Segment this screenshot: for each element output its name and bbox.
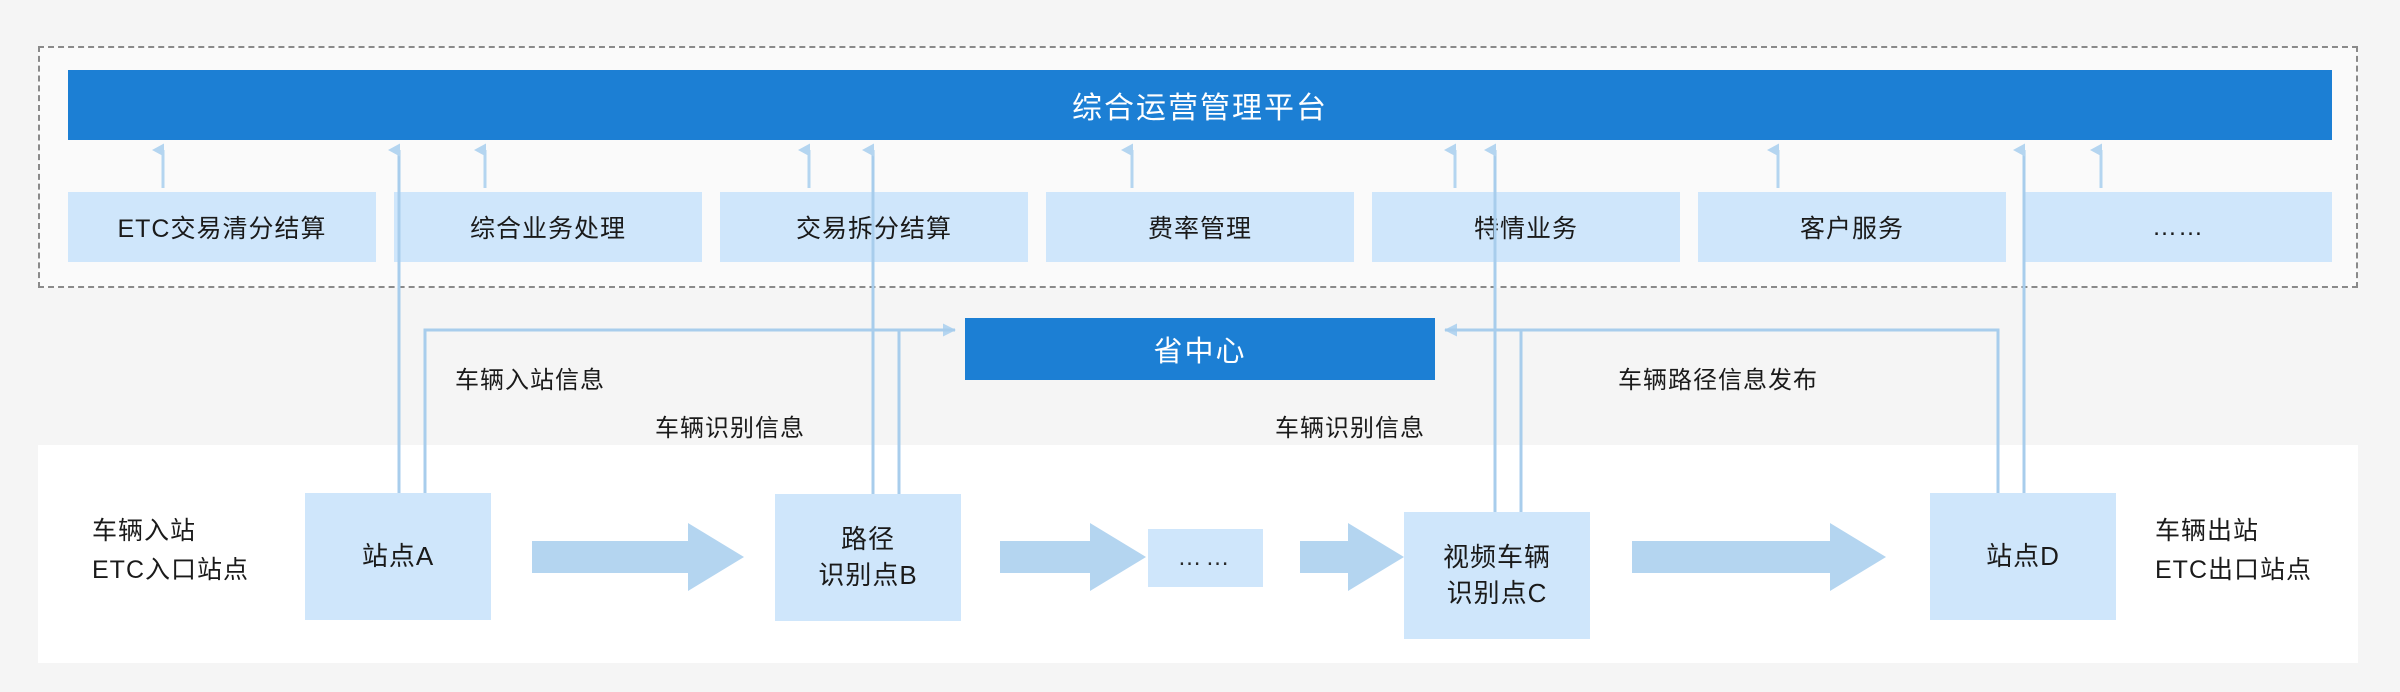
node-label: 站点A <box>361 540 435 571</box>
module-label: 客户服务 <box>1799 215 1904 243</box>
node-video-recognition-point-c[interactable]: 视频车辆 识别点C <box>1404 512 1590 639</box>
node-label: 视频车辆 识别点C <box>1442 541 1551 608</box>
link-label-route-publish: 车辆路径信息发布 <box>1618 367 1818 394</box>
platform-title-bar: 综合运营管理平台 <box>68 70 2332 140</box>
caption-vehicle-entry: 车辆入站 ETC入口站点 <box>92 517 250 584</box>
module-card-transaction-split[interactable]: 交易拆分结算 <box>720 192 1028 262</box>
node-label: 路径 识别点B <box>818 523 918 590</box>
node-ellipsis: …… <box>1148 529 1263 587</box>
module-card-integrated-business[interactable]: 综合业务处理 <box>394 192 702 262</box>
module-label: …… <box>2152 212 2204 241</box>
node-label: 站点D <box>1986 540 2060 571</box>
province-center-label: 省中心 <box>1153 336 1247 368</box>
link-label-recognition-info-c: 车辆识别信息 <box>1275 415 1425 442</box>
module-label: 费率管理 <box>1147 215 1252 243</box>
module-card-customer-service[interactable]: 客户服务 <box>1698 192 2006 262</box>
node-station-d[interactable]: 站点D <box>1930 493 2116 620</box>
platform-modules-row: ETC交易清分结算 综合业务处理 交易拆分结算 费率管理 特情业务 客户服务 …… <box>68 192 2332 262</box>
module-card-rate-management[interactable]: 费率管理 <box>1046 192 1354 262</box>
province-center-node: 省中心 <box>965 318 1435 380</box>
module-label: 特情业务 <box>1473 215 1578 243</box>
module-label: 综合业务处理 <box>469 215 626 243</box>
module-card-more[interactable]: …… <box>2024 192 2332 262</box>
link-label-entry-info: 车辆入站信息 <box>455 367 605 394</box>
node-label: …… <box>1177 544 1234 572</box>
platform-title: 综合运营管理平台 <box>1072 92 1328 125</box>
module-label: ETC交易清分结算 <box>117 215 327 243</box>
node-recognition-point-b[interactable]: 路径 识别点B <box>775 494 961 621</box>
link-label-recognition-info-b: 车辆识别信息 <box>655 415 805 442</box>
node-station-a[interactable]: 站点A <box>305 493 491 620</box>
module-card-etc-clearing[interactable]: ETC交易清分结算 <box>68 192 376 262</box>
module-card-special-business[interactable]: 特情业务 <box>1372 192 1680 262</box>
module-label: 交易拆分结算 <box>795 215 952 243</box>
caption-vehicle-exit: 车辆出站 ETC出口站点 <box>2155 517 2313 584</box>
